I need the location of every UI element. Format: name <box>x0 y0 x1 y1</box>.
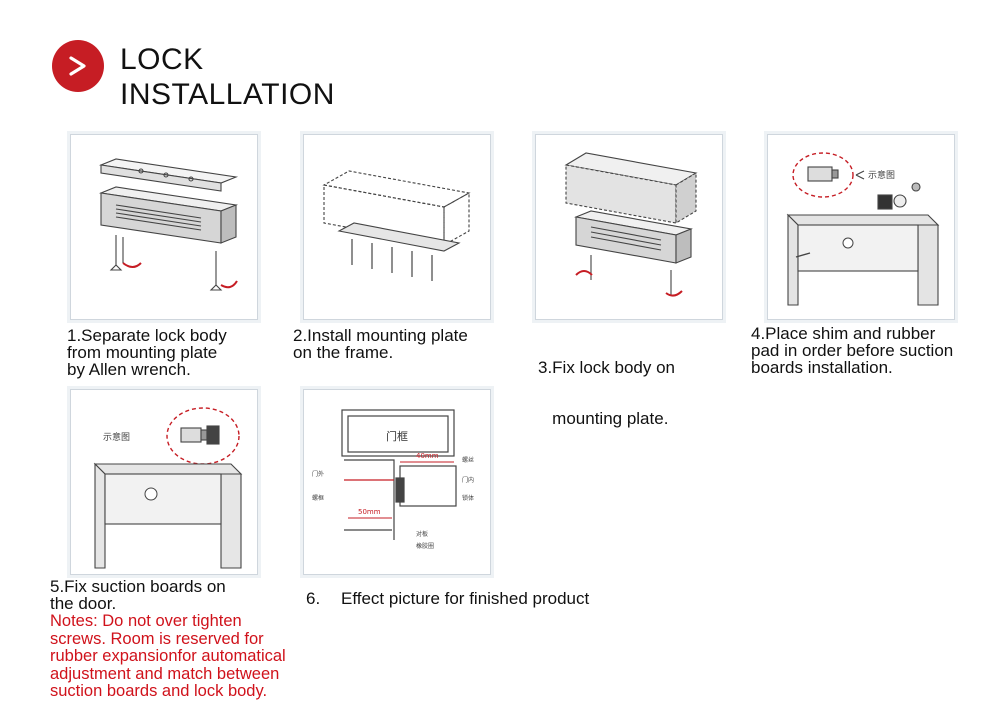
chevron-right-icon <box>52 40 104 92</box>
diagram-label-door-inside: 门内 <box>462 476 474 484</box>
diagram-label-50mm: 50mm <box>358 508 381 516</box>
step-2-caption: 2.Install mounting plate on the frame. <box>293 326 468 362</box>
step-5-caption: 5.Fix suction boards on the door. <box>50 577 226 613</box>
step-2-illustration <box>303 134 491 320</box>
title-line-1: LOCK <box>120 43 204 76</box>
diagram-label-schematic: 示意图 <box>868 169 895 181</box>
page-title: LOCK INSTALLATION <box>120 42 335 112</box>
step-4-illustration: 示意图 <box>767 134 955 320</box>
step-5-illustration: 示意图 <box>70 389 258 575</box>
diagram-label-rubber-pad: 橡胶圈 <box>416 542 434 550</box>
diagram-label-screw-left: 螺框 <box>312 494 324 502</box>
step-1-illustration <box>70 134 258 320</box>
step-1-caption: 1.Separate lock body from mounting plate… <box>67 326 227 379</box>
step-6-text: Effect picture for finished product <box>341 589 590 608</box>
step-6-illustration: 门框 40mm 50mm 门外 螺框 螺丝 门内 锁体 对板 橡胶圈 <box>303 389 491 575</box>
step-6-caption: 6. Effect picture for finished product <box>306 590 589 607</box>
diagram-label-screw: 螺丝 <box>462 456 474 464</box>
step-3-illustration <box>535 134 723 320</box>
diagram-label-shim: 对板 <box>416 530 428 538</box>
diagram-label-door-frame: 门框 <box>386 429 408 443</box>
step-6-number: 6. <box>306 589 321 608</box>
diagram-label-schematic-2: 示意图 <box>103 431 130 443</box>
diagram-label-40mm: 40mm <box>416 452 439 460</box>
notes-text: Notes: Do not over tighten screws. Room … <box>50 612 286 700</box>
step-4-caption: 4.Place shim and rubber pad in order bef… <box>751 324 954 377</box>
diagram-label-lock-body: 锁体 <box>462 494 474 502</box>
step-3-caption: 3.Fix lock body on mounting plate. <box>538 358 676 428</box>
diagram-label-door-outside: 门外 <box>312 470 324 478</box>
title-line-2: INSTALLATION <box>120 78 335 111</box>
